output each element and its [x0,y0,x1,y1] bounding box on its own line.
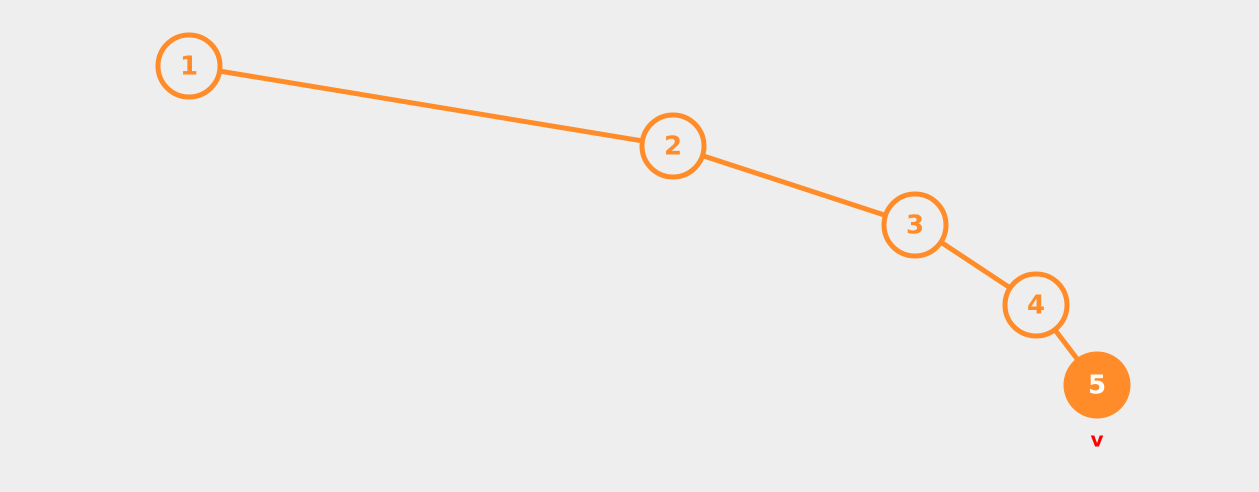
node-circle [155,32,223,100]
node-circle [1063,351,1131,419]
pointer-label: v [1090,428,1103,452]
node-circle [639,112,707,180]
edges-layer [188,63,1099,387]
node-1: 1 [155,32,223,100]
edge-1-2 [188,63,674,149]
node-4: 4 [1002,271,1070,339]
node-label: 4 [1027,291,1045,321]
node-circle [1002,271,1070,339]
node-2: 2 [639,112,707,180]
nodes-layer: 1 2 3 4 5 [155,32,1131,419]
node-3: 3 [881,191,949,259]
edge-2-3 [672,143,916,228]
node-label: 3 [906,211,924,241]
pointer-layer: v [1090,428,1103,452]
node-label: 1 [180,52,198,82]
node-5: 5 [1063,351,1131,419]
node-label: 5 [1088,371,1106,401]
node-label: 2 [664,132,682,162]
node-circle [881,191,949,259]
